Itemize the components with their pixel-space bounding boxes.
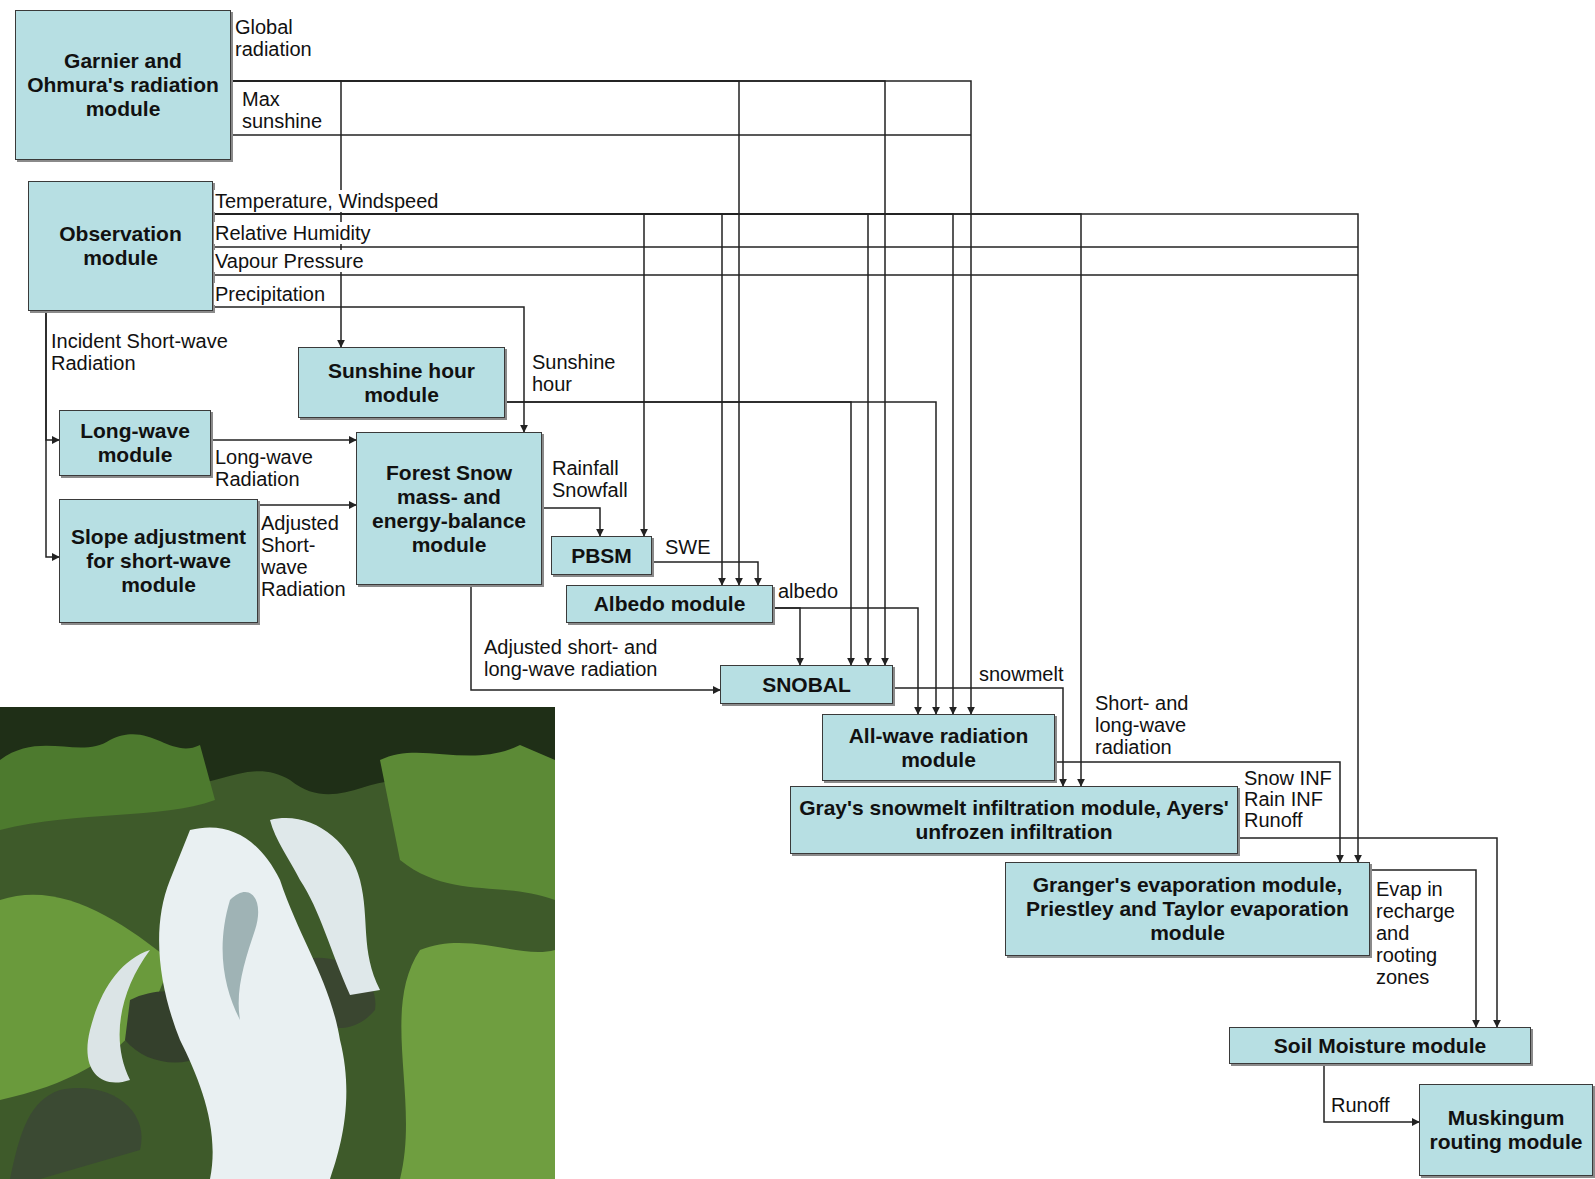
bus-line bbox=[211, 246, 1358, 248]
module-title: Soil Moisture module bbox=[1274, 1034, 1486, 1058]
data-flow-arrow bbox=[213, 214, 953, 714]
signal-label: albedo bbox=[777, 580, 839, 602]
module-box: SNOBAL bbox=[720, 665, 893, 704]
flow-label: Short- and long-wave radiation bbox=[1094, 692, 1216, 758]
module-title: Sunshine hour module bbox=[305, 359, 498, 407]
rock bbox=[10, 1088, 142, 1179]
data-flow-arrow bbox=[258, 504, 356, 506]
module-box: Observation module bbox=[28, 181, 213, 311]
data-flow-arrow bbox=[231, 81, 885, 665]
data-flow-arrow bbox=[505, 402, 851, 665]
data-flow-arrow bbox=[231, 81, 971, 714]
white-water bbox=[87, 950, 150, 1083]
foliage bbox=[0, 734, 215, 830]
signal-label: Relative Humidity bbox=[214, 222, 372, 244]
signal-label: Vapour Pressure bbox=[214, 250, 365, 272]
data-flow-arrow bbox=[652, 562, 758, 585]
module-box: Gray's snowmelt infiltration module, Aye… bbox=[790, 786, 1238, 854]
module-box: Albedo module bbox=[566, 585, 773, 623]
module-title: SNOBAL bbox=[762, 673, 851, 697]
data-flow-arrow bbox=[1370, 870, 1476, 1027]
module-title: Slope adjustment for short-wave module bbox=[66, 525, 251, 597]
foliage bbox=[400, 943, 555, 1179]
signal-label: Sunshine hour bbox=[531, 351, 619, 395]
data-flow-arrow bbox=[231, 81, 739, 585]
flow-label: Adjusted Short-wave Radiation bbox=[260, 512, 354, 600]
flow-label: Runoff bbox=[1330, 1094, 1391, 1116]
water-shadow bbox=[223, 892, 259, 1020]
module-title: Albedo module bbox=[594, 592, 746, 616]
signal-label: Max sunshine bbox=[241, 88, 338, 132]
data-flow-arrow bbox=[211, 439, 356, 441]
module-box: Long-wave module bbox=[59, 410, 211, 476]
flow-label: SWE bbox=[664, 536, 712, 558]
module-box: Slope adjustment for short-wave module bbox=[59, 499, 258, 623]
data-flow-arrow bbox=[213, 307, 524, 432]
module-box: Soil Moisture module bbox=[1229, 1027, 1531, 1064]
signal-label: Temperature, Windspeed bbox=[214, 190, 439, 212]
flow-label: Adjusted short- and long-wave radiation bbox=[483, 636, 685, 680]
flow-label: Rainfall Snowfall bbox=[551, 457, 643, 501]
photo-ground bbox=[0, 707, 555, 1179]
signal-label: Incident Short-wave Radiation bbox=[50, 330, 237, 374]
module-box: Muskingum routing module bbox=[1419, 1084, 1593, 1176]
module-title: Garnier and Ohmura's radiation module bbox=[22, 49, 224, 121]
data-flow-arrow bbox=[1324, 1064, 1419, 1122]
foliage bbox=[380, 745, 555, 900]
data-flow-arrow bbox=[213, 214, 1081, 786]
module-title: Gray's snowmelt infiltration module, Aye… bbox=[797, 796, 1231, 844]
flow-label: Precipitation bbox=[214, 283, 326, 305]
flow-label: Snow INF Rain INF Runoff bbox=[1243, 768, 1337, 831]
data-flow-arrow bbox=[542, 508, 600, 536]
data-flow-arrow bbox=[213, 214, 1358, 862]
module-title: Forest Snow mass- and energy-balance mod… bbox=[363, 461, 535, 557]
module-box: Granger's evaporation module, Priestley … bbox=[1005, 862, 1370, 956]
module-title: Long-wave module bbox=[66, 419, 204, 467]
signal-label: Global radiation bbox=[234, 16, 331, 60]
white-water bbox=[270, 818, 380, 995]
module-title: Granger's evaporation module, Priestley … bbox=[1012, 873, 1363, 945]
flow-label: snowmelt bbox=[978, 663, 1064, 685]
flow-label: Evap in recharge and rooting zones bbox=[1375, 878, 1467, 988]
module-title: Muskingum routing module bbox=[1426, 1106, 1586, 1154]
module-box: Garnier and Ohmura's radiation module bbox=[15, 10, 231, 160]
module-box: Forest Snow mass- and energy-balance mod… bbox=[356, 432, 542, 585]
module-title: Observation module bbox=[35, 222, 206, 270]
module-title: PBSM bbox=[571, 544, 632, 568]
module-box: Sunshine hour module bbox=[298, 347, 505, 418]
module-box: PBSM bbox=[551, 536, 652, 575]
flow-label: Long-wave Radiation bbox=[214, 446, 326, 490]
module-box: All-wave radiation module bbox=[822, 714, 1055, 781]
data-flow-arrow bbox=[773, 608, 800, 665]
module-title: All-wave radiation module bbox=[829, 724, 1048, 772]
bus-line bbox=[211, 274, 1358, 276]
